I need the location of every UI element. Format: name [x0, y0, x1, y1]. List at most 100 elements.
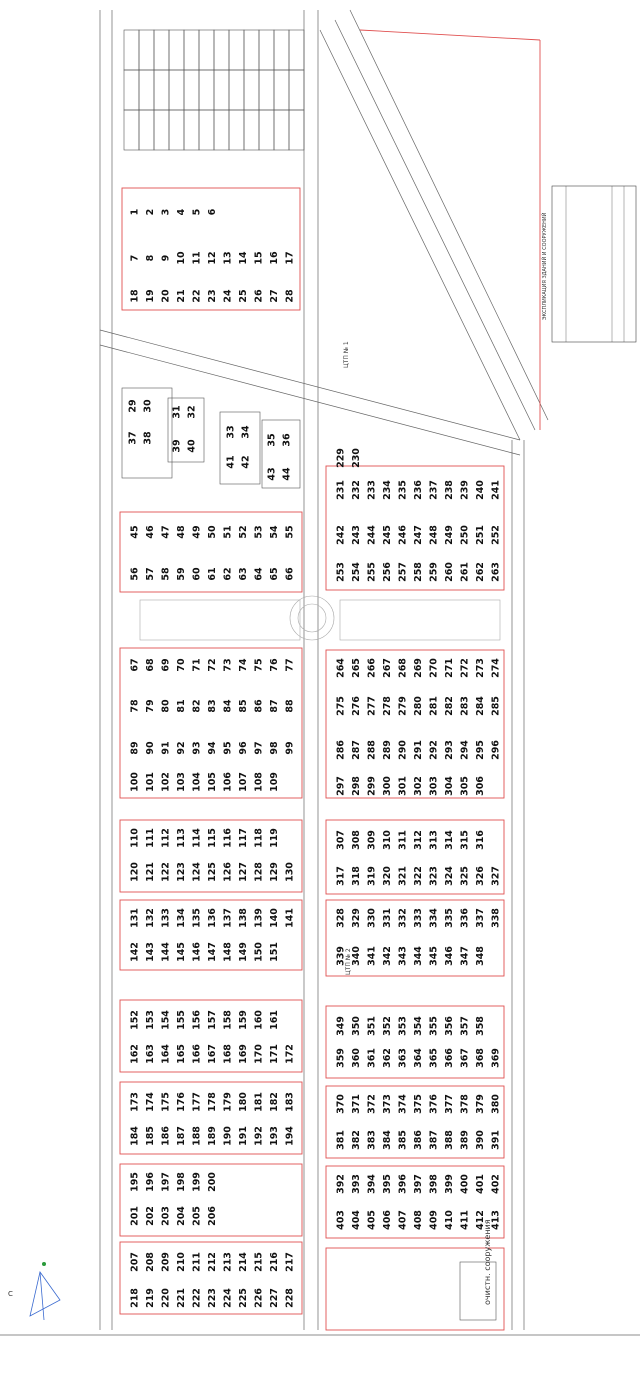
lot-number: 238	[444, 480, 455, 500]
lot-number: 404	[351, 1210, 362, 1230]
lot-number: 324	[444, 866, 455, 886]
lot-number: 158	[223, 1010, 234, 1030]
lot-number: 412	[475, 1210, 486, 1230]
empty-parcel	[228, 109, 245, 151]
lot-number: 123	[176, 862, 187, 882]
empty-parcel	[273, 109, 290, 151]
lot-number: 292	[429, 740, 440, 760]
lot-number: 6	[207, 208, 218, 215]
lot-number: 272	[460, 658, 471, 678]
lot-number: 289	[382, 740, 393, 760]
lot-number: 169	[238, 1044, 249, 1064]
utility-block	[325, 1247, 505, 1331]
empty-parcel	[243, 69, 260, 111]
empty-parcel	[288, 69, 305, 111]
lot-number: 303	[429, 776, 440, 796]
lot-number: 396	[398, 1174, 409, 1194]
empty-parcel	[288, 109, 305, 151]
lot-number: 335	[444, 908, 455, 928]
lot-number: 39	[172, 439, 183, 452]
lot-number: 170	[254, 1044, 265, 1064]
lot-number: 274	[491, 658, 502, 678]
lot-number: 390	[475, 1130, 486, 1150]
lot-number: 336	[460, 908, 471, 928]
empty-parcel	[123, 29, 140, 71]
lot-number: 145	[176, 942, 187, 962]
lot-number: 267	[382, 658, 393, 678]
lot-number: 234	[382, 480, 393, 500]
lot-number: 196	[145, 1172, 156, 1192]
road-network	[0, 9, 640, 1336]
lot-number: 230	[351, 448, 362, 468]
lot-number: 31	[172, 405, 183, 418]
block-boundary	[119, 1163, 303, 1237]
lot-number: 12	[207, 251, 218, 264]
lot-number: 328	[336, 908, 347, 928]
north-arrow-icon: С	[8, 1262, 61, 1321]
block-boundary	[119, 899, 303, 971]
lot-number: 115	[207, 828, 218, 848]
block-boundary	[121, 187, 301, 311]
lot-number: 310	[382, 830, 393, 850]
lot-number: 393	[351, 1174, 362, 1194]
lot-number: 164	[161, 1044, 172, 1064]
lot-number: 389	[460, 1130, 471, 1150]
empty-parcel	[153, 29, 170, 71]
lot-number: 293	[444, 740, 455, 760]
lot-number: 30	[143, 399, 154, 413]
lot-number: 28	[285, 289, 296, 303]
lot-number: 97	[254, 741, 265, 754]
lot-number: 365	[429, 1048, 440, 1068]
lot-number: 105	[207, 772, 218, 792]
parcel-block	[261, 419, 301, 489]
lot-number: 302	[413, 776, 424, 796]
parcel-grid	[119, 29, 505, 1315]
lot-number: 103	[176, 772, 187, 792]
lot-number: 187	[176, 1126, 187, 1146]
lot-number: 125	[207, 862, 218, 882]
lot-number: 214	[238, 1252, 249, 1272]
lot-number: 252	[491, 525, 502, 545]
lot-number: 376	[429, 1094, 440, 1114]
empty-parcel	[123, 69, 140, 111]
lot-number: 378	[460, 1094, 471, 1114]
lot-number: 284	[475, 696, 486, 716]
lot-number: 279	[398, 696, 409, 716]
lot-number: 133	[161, 908, 172, 928]
lot-number: 137	[223, 908, 234, 928]
lot-number: 139	[254, 908, 265, 928]
lot-number: 300	[382, 776, 393, 796]
lot-number: 362	[382, 1048, 393, 1068]
lot-number: 68	[145, 658, 156, 672]
lot-number: 372	[367, 1094, 378, 1114]
lot-number: 49	[192, 525, 203, 538]
lot-number: 149	[238, 942, 249, 962]
lot-number: 206	[207, 1206, 218, 1226]
lot-number: 183	[285, 1092, 296, 1112]
lot-number: 192	[254, 1126, 265, 1146]
lot-number: 273	[475, 658, 486, 678]
empty-parcel	[168, 109, 185, 151]
lot-number: 7	[130, 255, 141, 262]
lot-number: 182	[269, 1092, 280, 1112]
legend-table: ЭКСПЛИКАЦИЯ ЗДАНИЙ И СООРУЖЕНИЙ	[541, 185, 637, 343]
lot-number: 73	[223, 658, 234, 671]
lot-number: 148	[223, 942, 234, 962]
lot-number: 363	[398, 1048, 409, 1068]
lot-number: 223	[207, 1288, 218, 1308]
lot-number: 142	[130, 942, 141, 962]
lot-number: 333	[413, 908, 424, 928]
lot-number: 52	[238, 525, 249, 538]
lot-number: 118	[254, 828, 265, 848]
lot-number: 270	[429, 658, 440, 678]
lot-number: 95	[223, 741, 234, 754]
empty-parcel	[168, 29, 185, 71]
lot-number: 305	[460, 776, 471, 796]
lot-number: 244	[367, 525, 378, 545]
block-boundary	[325, 1165, 505, 1239]
lot-number: 266	[367, 658, 378, 678]
empty-parcel	[153, 109, 170, 151]
lot-number: 113	[176, 828, 187, 848]
lot-number: 25	[238, 289, 249, 302]
empty-parcel	[183, 29, 200, 71]
